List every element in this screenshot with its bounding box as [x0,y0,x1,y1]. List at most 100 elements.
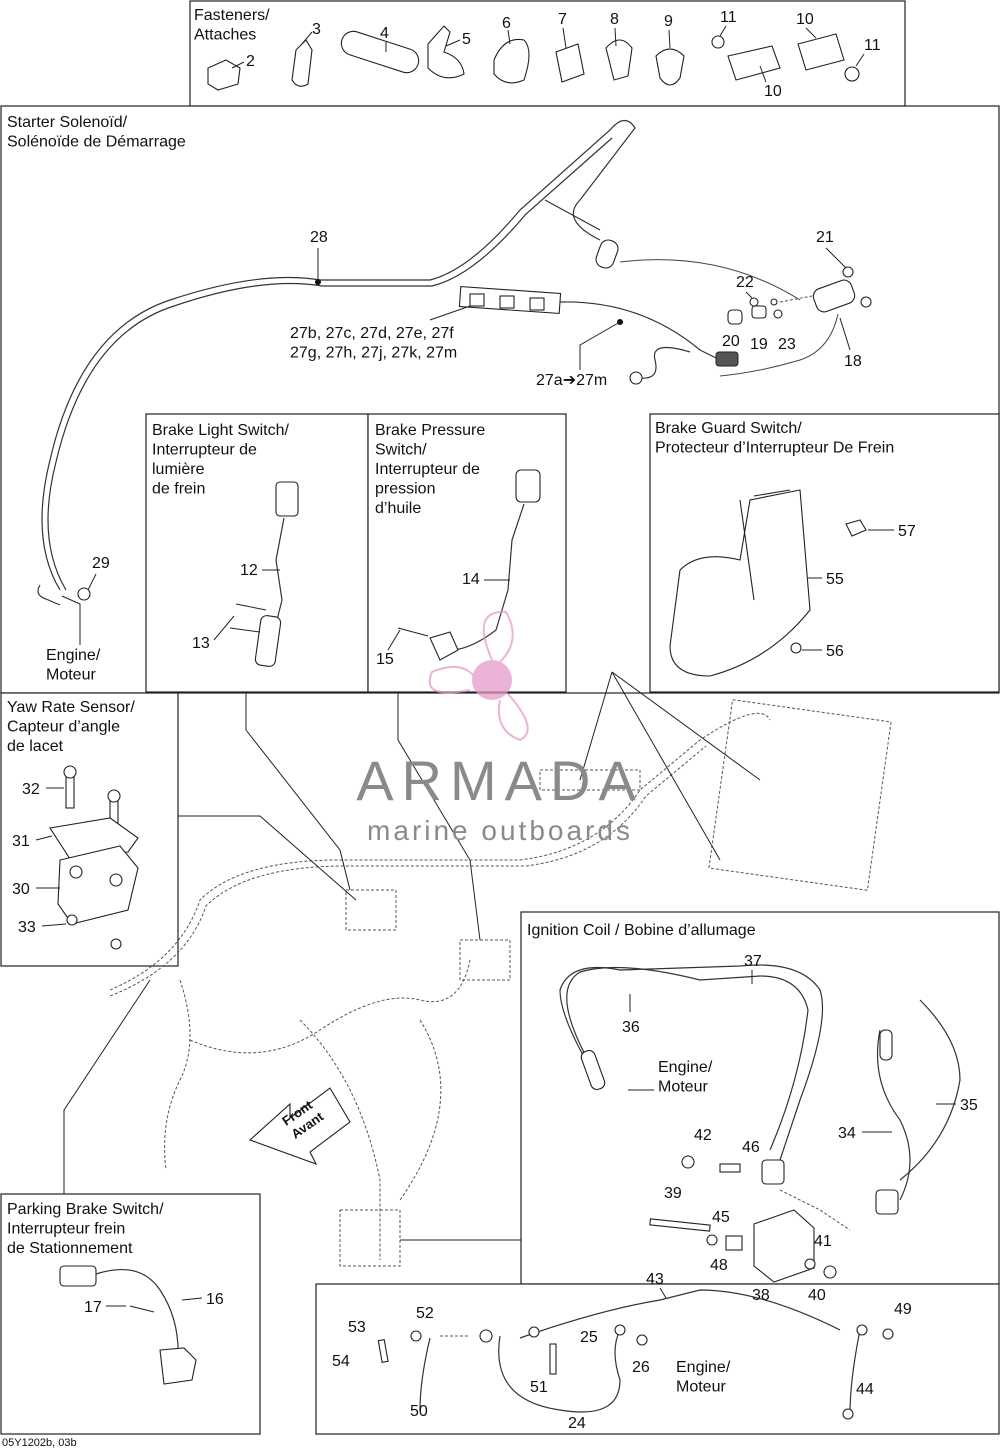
callout-16: 16 [206,1291,224,1308]
callout-31: 31 [12,833,30,850]
callout-11b: 11 [864,37,881,54]
label-line: Brake Guard Switch/ [655,420,802,437]
label-line: Engine/ [46,647,101,664]
label-line: de frein [152,481,205,498]
label-line: Fasteners/ [194,7,270,24]
callout-46: 46 [742,1139,760,1156]
callout-56: 56 [826,643,844,660]
callout-55: 55 [826,571,844,588]
callout-35: 35 [960,1097,978,1114]
brake-light-switch [229,481,299,667]
main-harness [109,699,892,1267]
callout-57: 57 [898,523,916,540]
callout-23: 23 [778,336,796,353]
ground-cables [377,1289,894,1420]
callout-40: 40 [808,1287,826,1304]
brake-pressure-switch [397,469,541,661]
lower-cable-panel [315,1283,1000,1435]
propeller-logo [428,610,529,742]
callout-7: 7 [558,11,567,28]
callout-45: 45 [712,1209,730,1226]
ignition-cables [559,964,961,1215]
parking-panel [0,1193,261,1435]
parking-brake-switch [59,1265,197,1385]
callout-12: 12 [240,562,258,579]
callout-19: 19 [750,336,768,353]
label-line: Engine/ [676,1359,731,1376]
label-line: Brake Light Switch/ [152,422,290,439]
callout-5: 5 [462,31,471,48]
callout-50: 50 [410,1403,428,1420]
label-line: Moteur [658,1079,708,1096]
callout-36: 36 [622,1019,640,1036]
callout-6: 6 [502,15,511,32]
label-line: Starter Solenoïd/ [7,114,128,131]
armada-watermark: ARMADA marine outboards [356,610,644,846]
callout-15: 15 [376,651,394,668]
ignition-title: Ignition Coil / Bobine d’allumage [527,922,756,939]
callout-2: 2 [246,53,255,70]
engine-label-2: Engine/Moteur [658,1059,713,1096]
callout-21: 21 [816,229,834,246]
label-line: Moteur [676,1379,726,1396]
watermark-tagline: marine outboards [367,815,633,846]
callout-49: 49 [894,1301,912,1318]
label-line: 27b, 27c, 27d, 27e, 27f [290,325,454,342]
label-line: Interrupteur de [152,442,257,459]
label-line: Brake Pressure [375,422,485,439]
callout-10a: 10 [764,83,782,100]
front-arrow: FrontAvant [248,1087,351,1165]
callout-9: 9 [664,13,673,30]
callout-30: 30 [12,881,30,898]
label-line: Attaches [194,27,256,44]
brake-guard [669,489,867,677]
callout-24: 24 [568,1415,586,1432]
brake-light-panel [145,413,369,693]
callout-44: 44 [856,1381,874,1398]
callout-37: 37 [744,953,762,970]
callout-22: 22 [736,274,754,291]
label-line: Switch/ [375,442,427,459]
solenoid-assembly [719,266,872,377]
callout-25: 25 [580,1329,598,1346]
callout-20: 20 [722,333,740,350]
callout-4: 4 [380,25,389,42]
label-line: Protecteur d’Interrupteur De Frein [655,440,894,457]
label-line: de Stationnement [7,1240,133,1257]
fasteners-title: Fasteners/Attaches [194,7,270,44]
label-line: Yaw Rate Sensor/ [7,699,135,716]
callout-28: 28 [310,229,328,246]
panel-links [63,671,761,1241]
callout-29: 29 [92,555,110,572]
wire-27-harness [458,285,739,385]
label-line: Moteur [46,667,96,684]
starter-harness [37,119,801,606]
yaw-sensor [49,765,139,950]
label-line: d’huile [375,500,421,517]
callout-39: 39 [664,1185,682,1202]
engine-label-3: Engine/Moteur [676,1359,731,1396]
brake-guard-title: Brake Guard Switch/Protecteur d’Interrup… [655,420,894,457]
callout-34: 34 [838,1125,856,1142]
starter-title: Starter Solenoïd/Solénoïde de Démarrage [7,114,186,151]
label-line: de lacet [7,738,64,755]
label-line: pression [375,481,435,498]
wire-27-range: 27a➔27m [536,372,607,389]
label-line: 27g, 27h, 27j, 27k, 27m [290,345,457,362]
label-line: Capteur d’angle [7,719,120,736]
label-line: Interrupteur de [375,461,480,478]
engine-label-1: Engine/Moteur [46,647,101,684]
label-line: Ignition Coil / Bobine d’allumage [527,922,756,939]
figure-code: 05Y1202b, 03b [2,1437,77,1449]
label-line: Parking Brake Switch/ [7,1201,164,1218]
callout-32: 32 [22,781,40,798]
callout-8: 8 [610,11,619,28]
watermark-brand: ARMADA [356,749,644,812]
callout-13: 13 [192,635,210,652]
callout-26: 26 [632,1359,650,1376]
callout-17: 17 [84,1299,102,1316]
